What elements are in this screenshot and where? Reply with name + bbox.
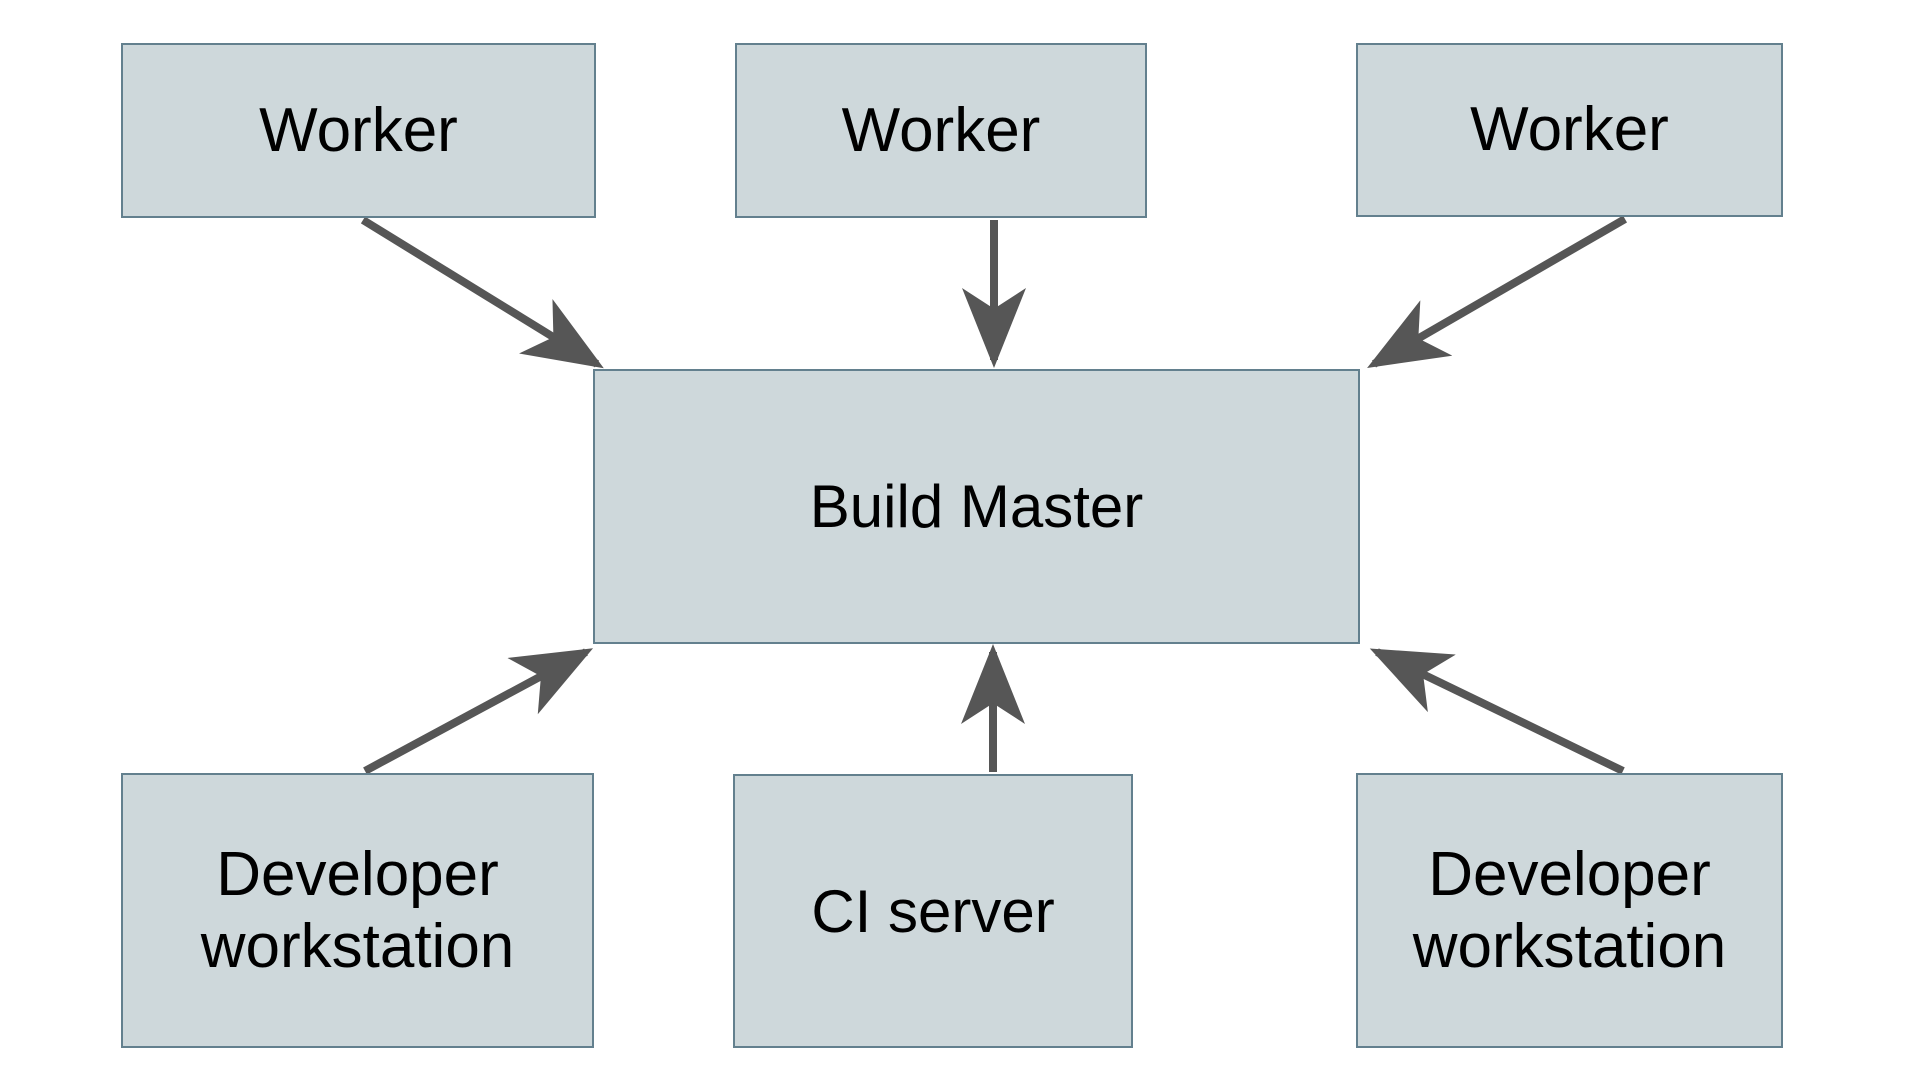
node-label-worker-2: Worker	[841, 95, 1041, 165]
node-label-developer-workstation-left: Developer workstation	[200, 840, 515, 981]
node-build-master[interactable]: Build Master	[593, 369, 1360, 644]
edge-worker-1-to-build-master	[360, 216, 604, 369]
edge-worker-3-to-build-master	[1367, 215, 1628, 369]
node-worker-2[interactable]: Worker	[735, 43, 1147, 218]
node-worker-3[interactable]: Worker	[1356, 43, 1783, 217]
node-worker-1[interactable]: Worker	[121, 43, 596, 218]
node-label-ci-server: CI server	[811, 877, 1055, 945]
node-label-worker-1: Worker	[259, 95, 458, 165]
node-developer-workstation-left[interactable]: Developer workstation	[121, 773, 594, 1048]
node-ci-server[interactable]: CI server	[733, 774, 1133, 1048]
node-label-developer-workstation-right: Developer workstation	[1412, 840, 1727, 981]
node-developer-workstation-right[interactable]: Developer workstation	[1356, 773, 1783, 1048]
edge-dev-right-to-build-master	[1369, 648, 1625, 775]
node-label-build-master: Build Master	[809, 473, 1144, 540]
node-label-worker-3: Worker	[1470, 95, 1669, 165]
edge-dev-left-to-build-master	[363, 648, 594, 775]
